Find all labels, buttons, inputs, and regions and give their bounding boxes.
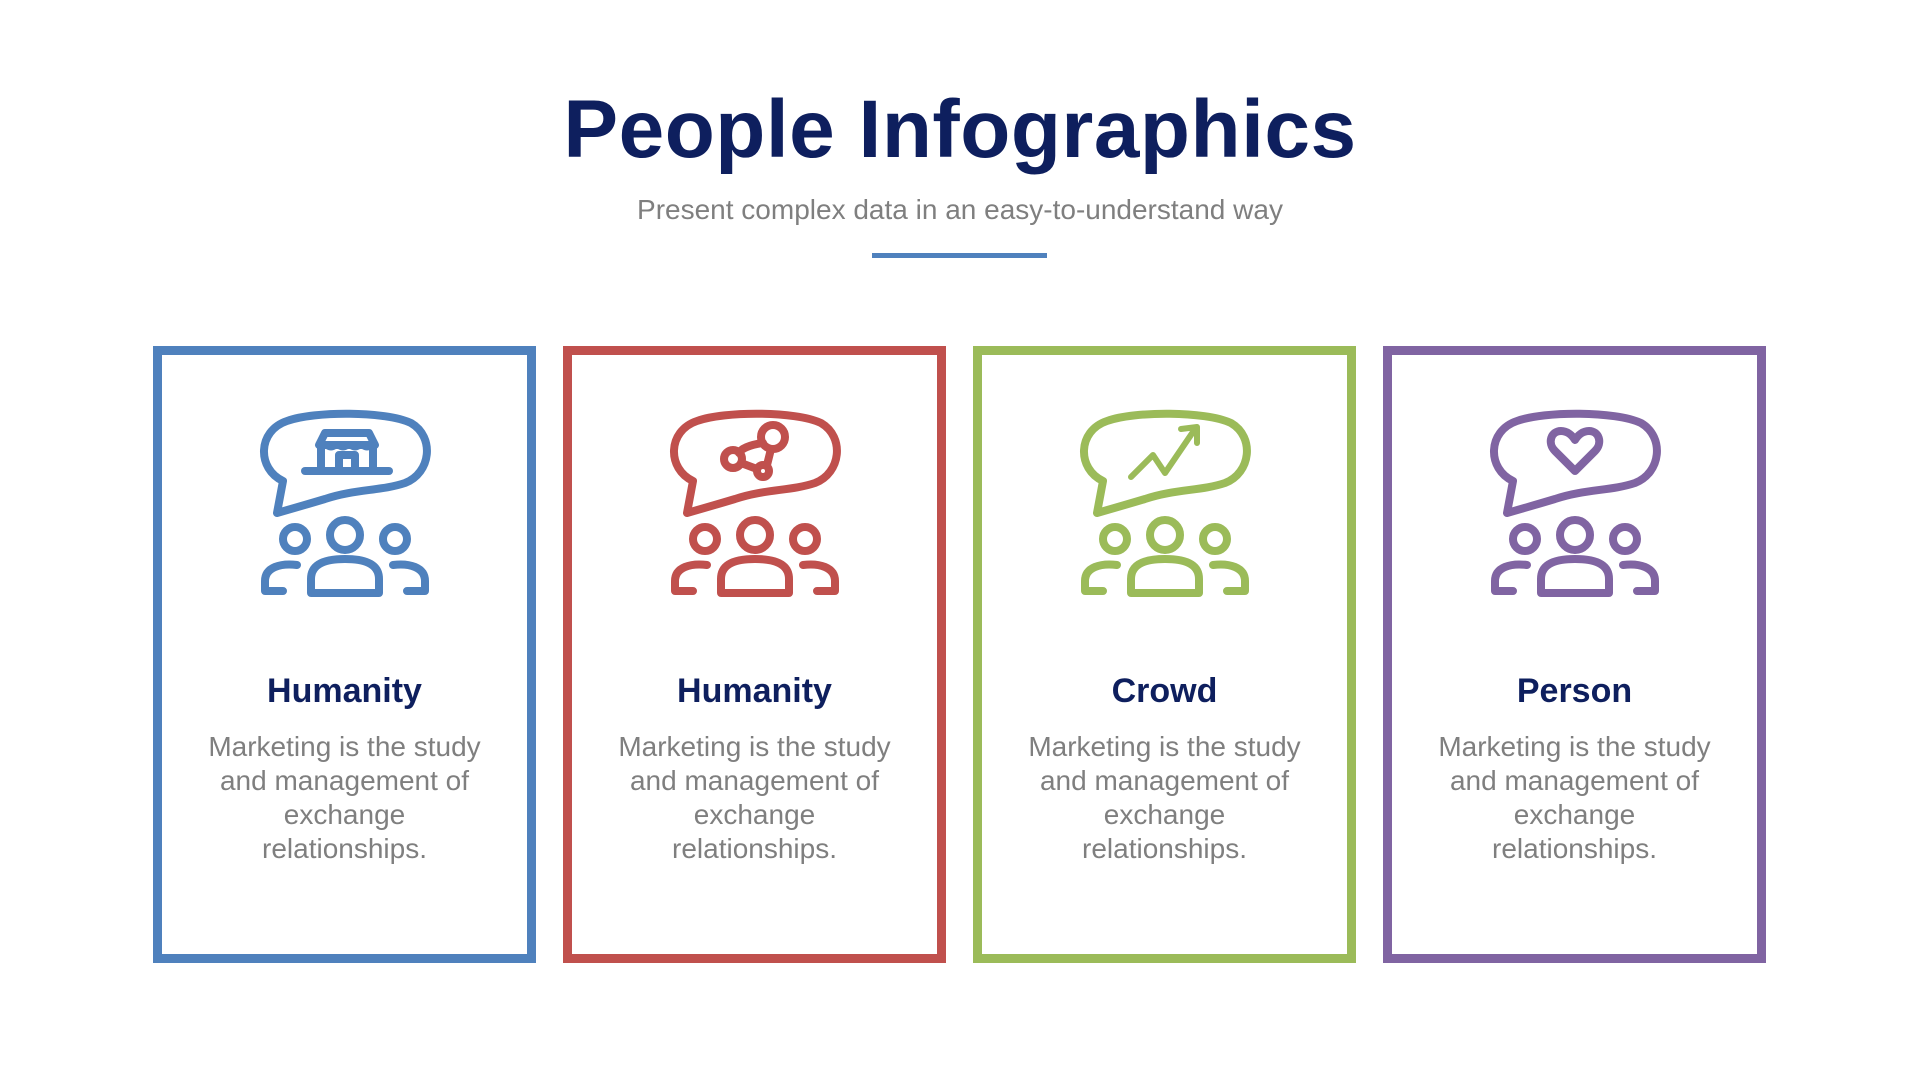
- people-speech-heart-icon: [1485, 409, 1665, 601]
- card-title: Person: [1516, 672, 1633, 710]
- card-body: Marketing is the study and management of…: [1438, 731, 1711, 864]
- card-humanity-red: Humanity Marketing is the study and mana…: [563, 346, 946, 963]
- page-title: People Infographics: [563, 84, 1357, 175]
- card-person-purple: Person Marketing is the study and manage…: [1383, 346, 1766, 963]
- card-body: Marketing is the study and management of…: [208, 731, 481, 864]
- card-humanity-blue: Humanity Marketing is the study and mana…: [153, 346, 536, 963]
- card-body: Marketing is the study and management of…: [1028, 731, 1301, 864]
- title-divider: [872, 253, 1047, 258]
- people-speech-store-icon: [255, 409, 435, 601]
- card-title: Crowd: [1111, 672, 1218, 710]
- card-crowd-green: Crowd Marketing is the study and managem…: [973, 346, 1356, 963]
- people-speech-growth-icon: [1075, 409, 1255, 601]
- people-speech-network-icon: [665, 409, 845, 601]
- card-title: Humanity: [677, 672, 832, 710]
- card-title: Humanity: [267, 672, 422, 710]
- card-body: Marketing is the study and management of…: [618, 731, 891, 864]
- page-subtitle: Present complex data in an easy-to-under…: [637, 194, 1283, 225]
